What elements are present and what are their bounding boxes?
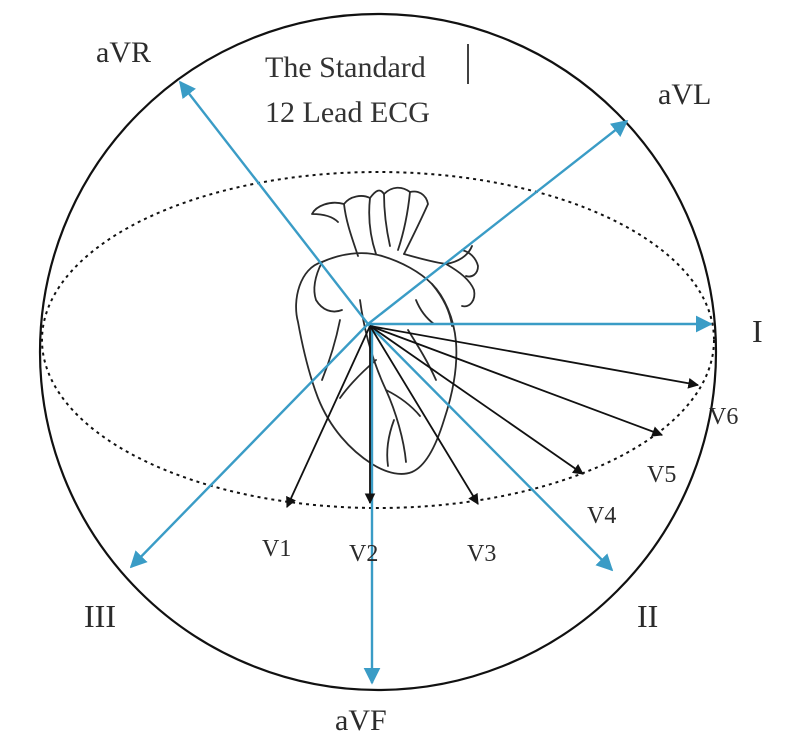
label-V6: V6 — [709, 404, 738, 430]
label-aVR: aVR — [96, 36, 151, 69]
label-I: I — [752, 313, 763, 349]
label-III: III — [84, 598, 116, 634]
limb-lead-axes — [129, 80, 713, 685]
label-II: II — [637, 598, 658, 634]
diagram-title-line2: 12 Lead ECG — [265, 96, 430, 129]
lead-aVL-axis — [367, 119, 629, 325]
lead-V6-vector — [369, 325, 700, 389]
label-V4: V4 — [587, 503, 616, 529]
label-V3: V3 — [467, 541, 496, 567]
label-V5: V5 — [647, 462, 676, 488]
lead-aVR-aVL-axis — [178, 80, 369, 325]
lead-V5-vector — [369, 325, 664, 437]
label-aVF: aVF — [335, 704, 387, 737]
lead-II-axis — [367, 323, 614, 572]
lead-V3-vector — [369, 325, 479, 505]
label-V1: V1 — [262, 536, 291, 562]
lead-V4-vector — [369, 325, 584, 475]
diagram-title-line1: The Standard — [265, 51, 426, 84]
lead-V1-vector — [286, 325, 371, 508]
outer-circle — [38, 12, 718, 692]
lead-III-axis — [129, 323, 369, 569]
chest-lead-vectors — [286, 325, 700, 508]
heart-anatomy-icon — [295, 186, 479, 475]
label-aVL: aVL — [658, 78, 711, 111]
label-V2: V2 — [349, 541, 378, 567]
horizontal-plane-ellipse — [41, 171, 715, 509]
